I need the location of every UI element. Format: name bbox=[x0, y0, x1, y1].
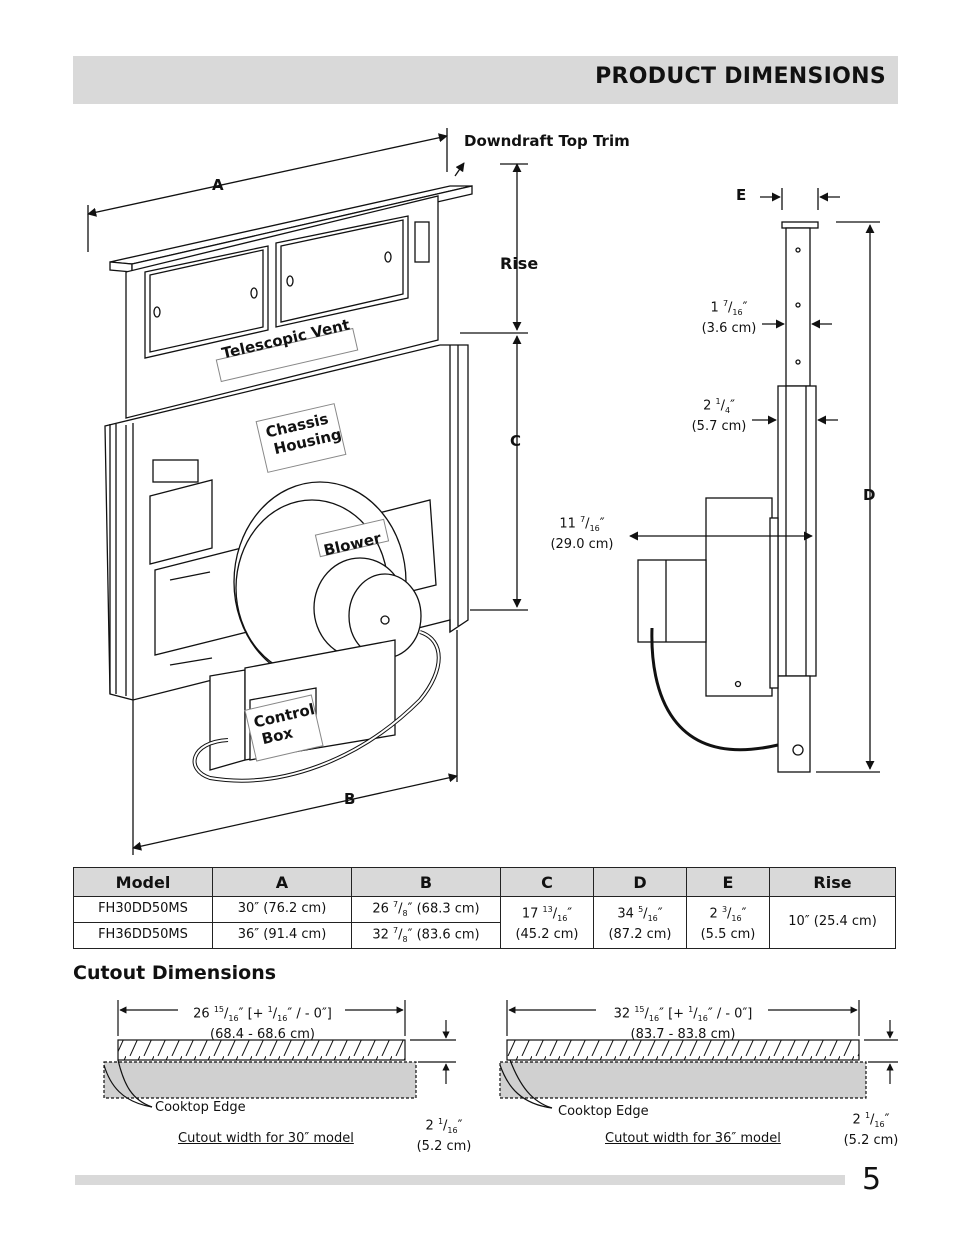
dimension-e-label: E bbox=[736, 186, 747, 204]
dimension-b-line bbox=[132, 773, 458, 851]
cutout-width-30: 26 15/16″ [+ 1/16″ / - 0″] (68.4 - 68.6 … bbox=[193, 1005, 332, 1042]
cutout-height-36: 2 1/16″ (5.2 cm) bbox=[843, 1111, 899, 1148]
dimension-d-label: D bbox=[863, 486, 876, 504]
cutout-diagrams bbox=[103, 1000, 898, 1109]
d-cell: 34 5/16″(87.2 cm) bbox=[593, 896, 687, 949]
header-model: Model bbox=[73, 867, 213, 897]
cooktop-edge-label-36: Cooktop Edge bbox=[558, 1104, 649, 1119]
dimension-a-line bbox=[87, 133, 448, 217]
table-row: FH30DD50MS 30″ (76.2 cm) 26 7/8″ (68.3 c… bbox=[73, 896, 896, 949]
cooktop-edge-label-30: Cooktop Edge bbox=[155, 1100, 246, 1115]
cutout-dimensions-title: Cutout Dimensions bbox=[73, 962, 277, 984]
model-cell: FH30DD50MS bbox=[73, 896, 213, 923]
header-a: A bbox=[212, 867, 352, 897]
header-rise: Rise bbox=[769, 867, 896, 897]
rise-cell: 10″ (25.4 cm) bbox=[769, 896, 896, 949]
chassis-depth-dimension: 2 1/4″ (5.7 cm) bbox=[691, 397, 747, 434]
header-e: E bbox=[686, 867, 770, 897]
dimension-a-label: A bbox=[212, 176, 224, 194]
vent-width-dimension: 1 7/16″ (3.6 cm) bbox=[701, 299, 757, 336]
e-cell: 2 3/16″(5.5 cm) bbox=[686, 896, 770, 949]
cutout-height-30: 2 1/16″ (5.2 cm) bbox=[416, 1117, 472, 1154]
table-row: FH36DD50MS 36″ (91.4 cm) 32 7/8″ (83.6 c… bbox=[73, 921, 896, 949]
rise-label: Rise bbox=[500, 254, 539, 273]
product-side-illustration bbox=[629, 188, 880, 773]
b-cell: 32 7/8″ (83.6 cm) bbox=[351, 921, 501, 949]
blower-depth-dimension: 11 7/16″ (29.0 cm) bbox=[550, 515, 614, 552]
header-b: B bbox=[351, 867, 501, 897]
table-header-row: Model A B C D E Rise bbox=[73, 867, 896, 897]
downdraft-top-trim-label: Downdraft Top Trim bbox=[464, 132, 630, 150]
c-cell: 17 13/16″(45.2 cm) bbox=[500, 896, 594, 949]
model-cell: FH36DD50MS bbox=[73, 921, 213, 949]
b-cell: 26 7/8″ (68.3 cm) bbox=[351, 896, 501, 923]
header-d: D bbox=[593, 867, 687, 897]
cutout-caption-36: Cutout width for 36″ model bbox=[605, 1131, 781, 1146]
cutout-caption-30: Cutout width for 30″ model bbox=[178, 1131, 354, 1146]
a-cell: 36″ (91.4 cm) bbox=[212, 921, 352, 949]
a-cell: 30″ (76.2 cm) bbox=[212, 896, 352, 923]
page-title: PRODUCT DIMENSIONS bbox=[595, 64, 886, 89]
header-bar: PRODUCT DIMENSIONS bbox=[73, 56, 898, 104]
product-front-illustration bbox=[87, 128, 528, 855]
dimension-c-label: C bbox=[510, 432, 522, 450]
dimensions-table: Model A B C D E Rise FH30DD50MS 30″ (76.… bbox=[73, 867, 896, 949]
dimension-b-label: B bbox=[344, 790, 356, 808]
cutout-width-36: 32 15/16″ [+ 1/16″ / - 0″] (83.7 - 83.8 … bbox=[613, 1005, 753, 1042]
page-number: 5 bbox=[862, 1162, 882, 1197]
footer-bar bbox=[75, 1175, 845, 1185]
header-c: C bbox=[500, 867, 594, 897]
